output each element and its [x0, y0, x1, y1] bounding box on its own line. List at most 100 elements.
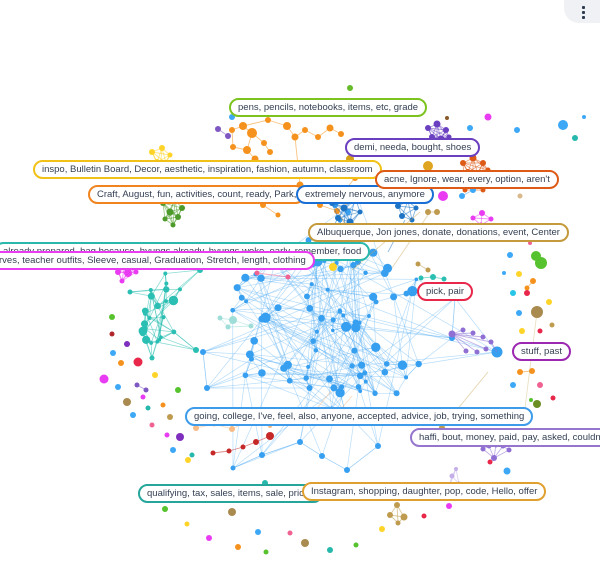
graph-node[interactable]	[445, 116, 449, 120]
graph-node[interactable]	[349, 363, 355, 369]
graph-node[interactable]	[418, 275, 424, 281]
graph-node[interactable]	[233, 284, 241, 292]
graph-node[interactable]	[470, 215, 476, 221]
graph-node[interactable]	[229, 426, 235, 432]
graph-node[interactable]	[130, 412, 136, 418]
graph-node[interactable]	[491, 455, 497, 461]
graph-node[interactable]	[257, 274, 265, 282]
graph-node[interactable]	[258, 315, 265, 323]
graph-node[interactable]	[149, 422, 155, 428]
cluster-label-pill[interactable]: extremely nervous, anymore	[296, 185, 434, 204]
graph-node[interactable]	[193, 425, 199, 431]
graph-node[interactable]	[387, 512, 393, 518]
graph-node[interactable]	[395, 520, 401, 526]
graph-node[interactable]	[421, 513, 427, 519]
graph-node[interactable]	[229, 316, 237, 324]
graph-node[interactable]	[167, 152, 173, 158]
graph-node[interactable]	[306, 304, 314, 312]
graph-node[interactable]	[517, 193, 523, 199]
graph-node[interactable]	[241, 273, 250, 282]
more-options-button[interactable]	[576, 3, 590, 21]
graph-node[interactable]	[351, 322, 361, 333]
graph-node[interactable]	[415, 261, 421, 267]
graph-node[interactable]	[306, 364, 311, 369]
graph-node[interactable]	[550, 395, 556, 401]
graph-node[interactable]	[259, 452, 265, 458]
graph-node[interactable]	[488, 216, 494, 222]
graph-node[interactable]	[168, 295, 179, 306]
graph-node[interactable]	[319, 453, 325, 459]
graph-node[interactable]	[250, 336, 259, 345]
graph-node[interactable]	[148, 287, 153, 292]
graph-node[interactable]	[179, 205, 185, 211]
cluster-label-pill[interactable]: Instagram, shopping, daughter, pop, code…	[302, 482, 547, 501]
graph-node[interactable]	[164, 299, 169, 304]
graph-node[interactable]	[355, 384, 362, 390]
graph-node[interactable]	[255, 529, 261, 535]
graph-node[interactable]	[230, 307, 236, 313]
graph-node[interactable]	[291, 133, 299, 141]
graph-node[interactable]	[423, 161, 433, 171]
graph-node[interactable]	[147, 292, 155, 300]
graph-node[interactable]	[356, 372, 364, 380]
graph-node[interactable]	[404, 375, 409, 380]
graph-node[interactable]	[242, 372, 249, 379]
graph-node[interactable]	[149, 341, 154, 345]
graph-node[interactable]	[175, 214, 181, 220]
graph-node[interactable]	[529, 398, 533, 402]
graph-node[interactable]	[306, 384, 313, 392]
graph-node[interactable]	[470, 330, 476, 336]
graph-node[interactable]	[390, 293, 398, 301]
graph-node[interactable]	[99, 374, 109, 384]
graph-node[interactable]	[206, 535, 212, 541]
graph-node[interactable]	[302, 127, 308, 133]
graph-node[interactable]	[226, 448, 232, 454]
graph-node[interactable]	[240, 444, 246, 450]
graph-node[interactable]	[507, 252, 513, 258]
graph-node[interactable]	[537, 382, 543, 388]
graph-node[interactable]	[239, 122, 247, 130]
graph-node[interactable]	[339, 384, 345, 390]
graph-node[interactable]	[479, 210, 485, 216]
graph-node[interactable]	[335, 388, 345, 398]
graph-node[interactable]	[127, 289, 133, 295]
graph-node[interactable]	[283, 122, 291, 130]
graph-node[interactable]	[149, 149, 155, 155]
graph-node[interactable]	[454, 467, 458, 471]
graph-node[interactable]	[463, 348, 469, 354]
graph-node[interactable]	[379, 526, 385, 532]
graph-node[interactable]	[261, 140, 267, 146]
graph-node[interactable]	[253, 439, 259, 445]
graph-node[interactable]	[528, 241, 532, 245]
graph-node[interactable]	[133, 357, 143, 367]
graph-node[interactable]	[230, 465, 236, 471]
graph-node[interactable]	[326, 375, 333, 383]
graph-node[interactable]	[210, 450, 216, 456]
graph-node[interactable]	[217, 315, 223, 321]
graph-node[interactable]	[283, 360, 292, 370]
graph-node[interactable]	[487, 459, 493, 465]
graph-node[interactable]	[315, 134, 321, 140]
graph-node[interactable]	[510, 290, 516, 296]
graph-node[interactable]	[189, 452, 195, 458]
graph-node[interactable]	[397, 360, 408, 370]
graph-node[interactable]	[524, 285, 530, 291]
graph-node[interactable]	[558, 120, 568, 130]
graph-node[interactable]	[438, 191, 448, 201]
graph-node[interactable]	[244, 299, 249, 304]
graph-node[interactable]	[110, 350, 116, 356]
graph-node[interactable]	[175, 387, 181, 393]
graph-node[interactable]	[228, 508, 236, 516]
graph-node[interactable]	[460, 160, 466, 166]
graph-node[interactable]	[460, 327, 466, 333]
graph-node[interactable]	[347, 85, 353, 91]
graph-node[interactable]	[167, 414, 173, 420]
graph-node[interactable]	[297, 439, 303, 445]
graph-node[interactable]	[204, 385, 210, 391]
graph-node[interactable]	[448, 330, 456, 338]
graph-node[interactable]	[572, 135, 578, 141]
graph-node[interactable]	[341, 313, 346, 318]
graph-node[interactable]	[535, 257, 547, 269]
graph-node[interactable]	[363, 379, 368, 384]
